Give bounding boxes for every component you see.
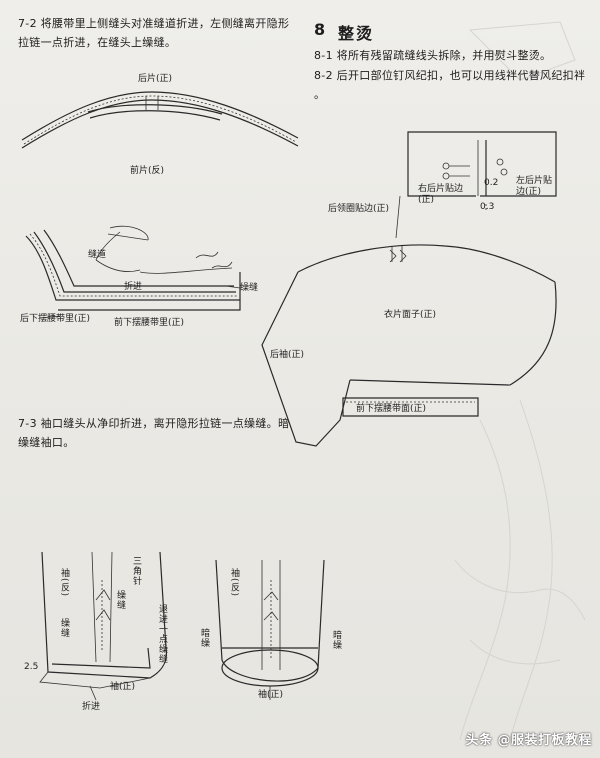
step-8-2-text: 8-2 后开口部位钉风纪扣，也可以用线袢代替风纪扣袢 。 — [314, 69, 586, 101]
measure-0-3: 0.3 — [480, 202, 495, 212]
label-right-sleeve-reverse: 袖(反) — [229, 568, 239, 598]
measure-0-2: 0.2 — [484, 178, 499, 188]
measure-2-5: 2.5 — [24, 662, 39, 672]
label-left-blind-stitch: 缲缝 — [59, 618, 69, 638]
label-back-piece-front: 后片(正) — [138, 74, 173, 84]
label-back-hem-band-lining: 后下摆腰带里(正) — [20, 314, 91, 324]
label-right-sleeve-front: 袖(正) — [258, 690, 284, 700]
label-seam-line: 缝道 — [88, 250, 107, 260]
label-left-fold-in: 折进 — [82, 702, 101, 712]
label-retreat-stitch: 退进一点缲缝 — [157, 604, 167, 664]
label-front-hem-band-lining: 前下摆腰带里(正) — [114, 318, 185, 328]
label-left-back-facing: 左后片贴边(正) — [516, 176, 553, 197]
section-number: 8 — [314, 20, 328, 39]
watermark-text: 头条 @服装打板教程 — [465, 733, 592, 748]
label-front-hem-band-outer: 前下摆腰带面(正) — [356, 404, 427, 414]
section-title: 整烫 — [338, 24, 375, 43]
label-dark-stitch-left: 暗缲 — [199, 628, 209, 648]
label-left-blind-stitch-2: 缲缝 — [115, 590, 125, 610]
label-left-sleeve-reverse: 袖(反) — [59, 568, 69, 598]
label-body-outer: 衣片面子(正) — [384, 310, 437, 320]
label-back-neck-facing: 后领圈贴边(正) — [328, 204, 390, 214]
label-dark-stitch-right: 暗缲 — [331, 630, 341, 650]
step-7-2-text: 7-2 将腰带里上侧缝头对准缝道折进，左侧缝离开隐形拉链一点折进，在缝头上缲缝。 — [18, 17, 290, 49]
label-back-sleeve: 后袖(正) — [270, 350, 305, 360]
label-fold-in: 折进 — [124, 282, 143, 292]
step-8-1-text: 8-1 将所有残留疏缝线头拆除，并用熨斗整烫。 — [314, 49, 552, 62]
label-triangle-stitch: 三角针 — [131, 556, 141, 586]
step-7-3-text: 7-3 袖口缝头从净印折进，离开隐形拉链一点缲缝。暗缲缝袖口。 — [18, 417, 290, 449]
label-blind-stitch: 缲缝 — [240, 283, 259, 293]
label-left-sleeve-front: 袖(正) — [110, 682, 136, 692]
label-right-back-facing: 右后片贴边(正) — [418, 184, 464, 205]
label-front-piece-reverse: 前片(反) — [130, 166, 165, 176]
